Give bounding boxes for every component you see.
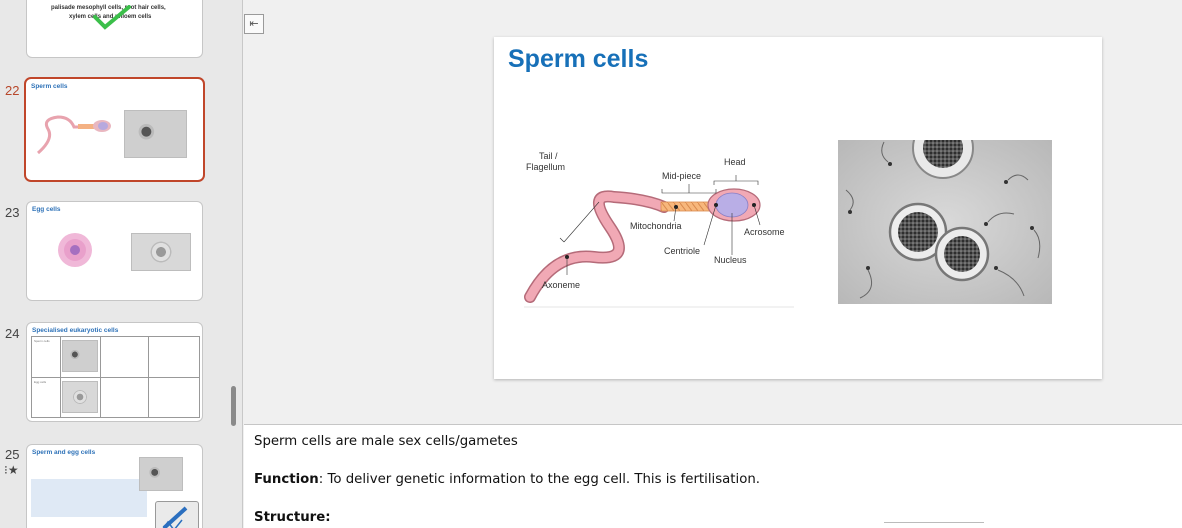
notes-function-label: Function <box>254 472 319 487</box>
thumb-22-title: Sperm cells <box>31 83 68 90</box>
check-icon <box>93 5 131 30</box>
thumb-25-bullet-box <box>31 479 147 517</box>
slide-title[interactable]: Sperm cells <box>508 45 649 73</box>
notes-line-1: Sperm cells are male sex cells/gametes <box>254 434 518 449</box>
thumb-23-egg-diagram <box>58 233 92 267</box>
thumb-21-caption-2: xylem cells and phloem cells <box>69 14 152 20</box>
collapse-thumbnails-button[interactable]: ⇤ <box>244 14 264 34</box>
status-bar-edge <box>884 522 984 528</box>
thumb-22-sperm-diagram <box>37 115 111 155</box>
slide-thumbnail-22[interactable]: Sperm cells <box>24 77 205 182</box>
slide-thumbnail-25[interactable]: Sperm and egg cells <box>26 444 203 528</box>
label-tail: Tail / <box>539 151 558 161</box>
notes-function-text: : To deliver genetic information to the … <box>318 472 760 487</box>
slide-thumbnail-24[interactable]: Specialised eukaryotic cells Sperm cells… <box>26 322 203 422</box>
label-head: Head <box>724 157 746 167</box>
thumb-25-pen-icon <box>155 501 199 528</box>
editor-area: ⇤ Sperm cells <box>244 0 1182 528</box>
thumb-21-caption-1: palisade mesophyll cells, root hair cell… <box>51 5 166 11</box>
thumb-24-row1-label: Sperm cells <box>34 339 50 343</box>
sperm-micrograph-photo <box>838 140 1052 304</box>
slide-thumbnail-21[interactable]: palisade mesophyll cells, root hair cell… <box>26 0 203 58</box>
label-centriole: Centriole <box>664 246 700 256</box>
slide-thumbnail-23[interactable]: Egg cells <box>26 201 203 301</box>
thumb-24-photo-1 <box>62 340 98 372</box>
label-mitochondria: Mitochondria <box>630 221 682 231</box>
notes-structure-line: Structure: <box>254 509 1172 526</box>
notes-function-line: Function: To deliver genetic information… <box>254 471 1172 488</box>
slide-number-22: 22 <box>5 83 20 98</box>
thumb-24-row2-label: Egg cells <box>34 380 47 384</box>
label-midpiece: Mid-piece <box>662 171 701 181</box>
thumbnail-scrollbar[interactable] <box>231 386 236 426</box>
slide-thumbnail-pane[interactable]: palisade mesophyll cells, root hair cell… <box>0 0 243 528</box>
sperm-cell-diagram: Tail / Flagellum Head Mid-piece Mitochon… <box>524 151 794 308</box>
slide-number-25: 25 <box>5 447 20 462</box>
label-acrosome: Acrosome <box>744 227 785 237</box>
notes-structure-label: Structure: <box>254 510 331 525</box>
thumb-25-title: Sperm and egg cells <box>32 449 96 456</box>
thumb-24-photo-2 <box>62 381 98 413</box>
slide-number-23: 23 <box>5 205 20 220</box>
thumb-25-photo <box>139 457 183 491</box>
label-nucleus: Nucleus <box>714 255 747 265</box>
thumb-24-title: Specialised eukaryotic cells <box>32 327 119 334</box>
speaker-notes-pane[interactable]: Sperm cells are male sex cells/gametes F… <box>244 424 1182 528</box>
thumb-23-title: Egg cells <box>32 206 61 213</box>
slide-canvas[interactable]: Sperm cells <box>494 37 1102 379</box>
thumb-24-table: Sperm cells Egg cells <box>31 336 200 418</box>
animation-star-icon: ⁝★ <box>4 463 19 477</box>
label-axoneme: Axoneme <box>542 280 580 290</box>
panel-collapse-icon: ⇤ <box>249 18 259 30</box>
thumb-23-photo <box>131 233 191 271</box>
thumb-22-photo <box>124 110 187 158</box>
slide-number-24: 24 <box>5 326 20 341</box>
label-flagellum: Flagellum <box>526 162 565 172</box>
